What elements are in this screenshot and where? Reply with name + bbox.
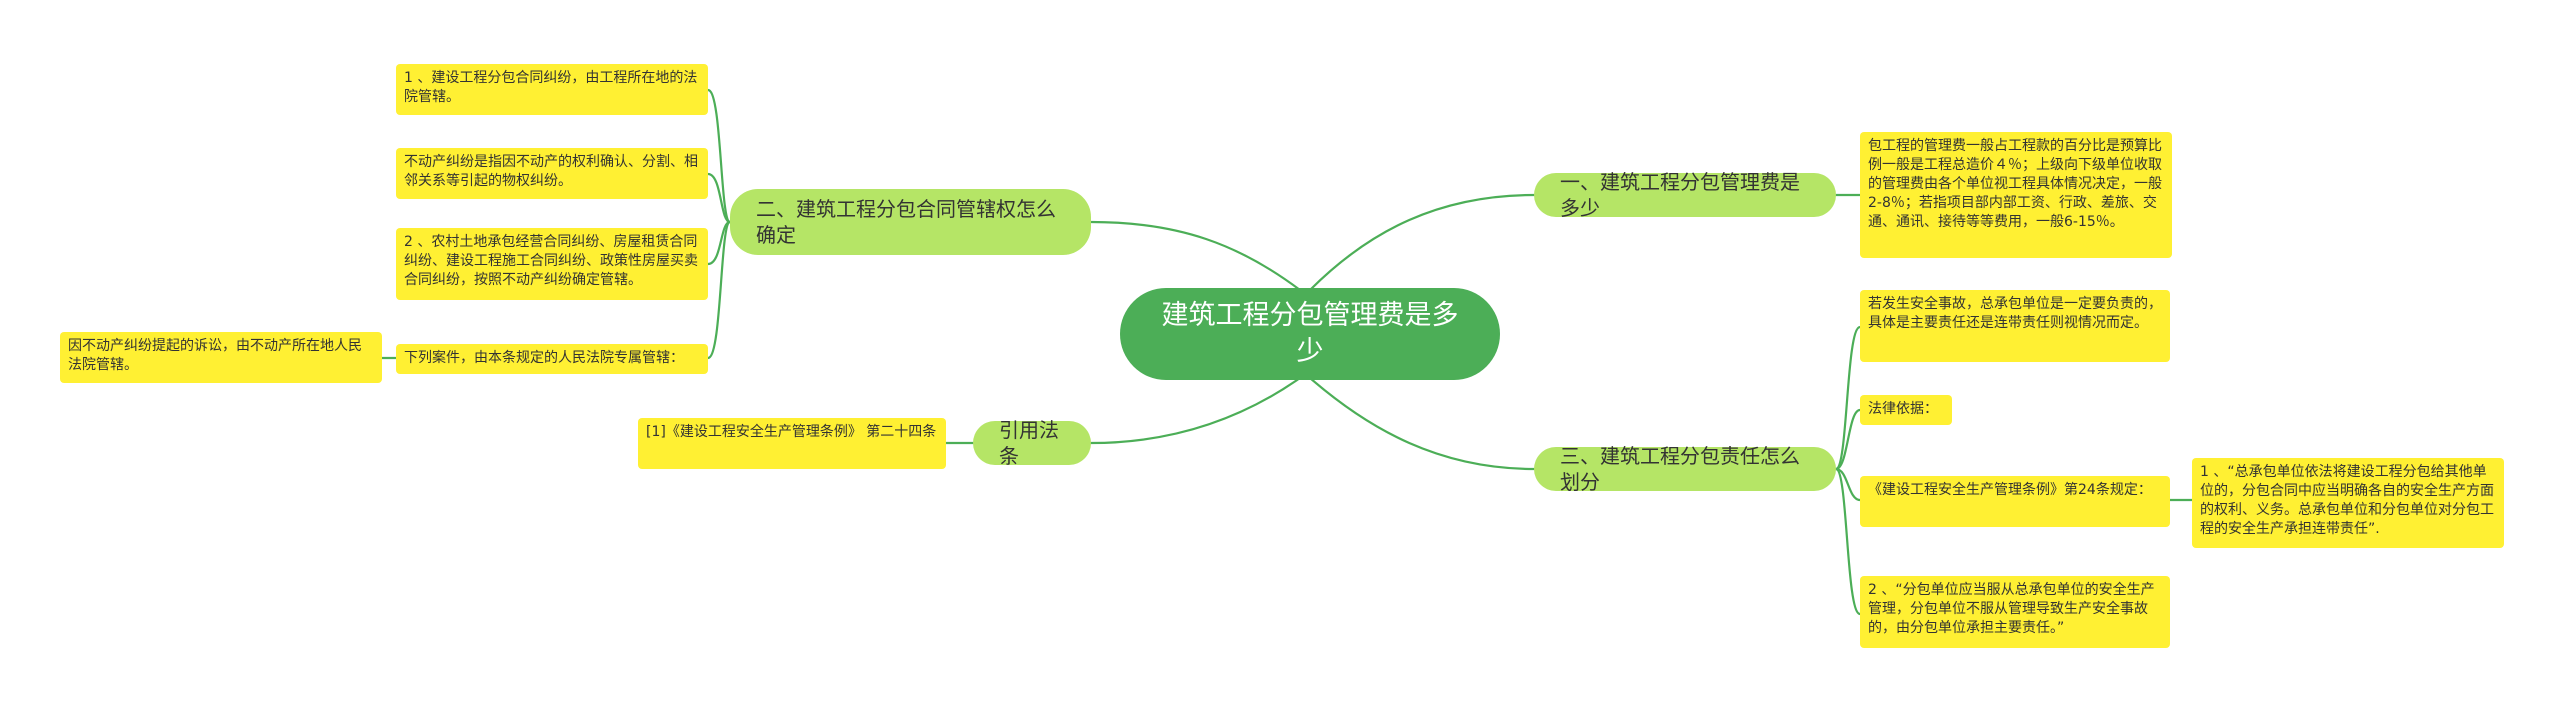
leaf-jurisdiction-4-child[interactable]: 因不动产纠纷提起的诉讼，由不动产所在地人民法院管辖。	[60, 332, 382, 383]
leaf-jurisdiction-3[interactable]: 2 、农村土地承包经营合同纠纷、房屋租赁合同纠纷、建设工程施工合同纠纷、政策性房…	[396, 228, 708, 300]
root-topic[interactable]: 建筑工程分包管理费是多少	[1120, 288, 1500, 380]
leaf-cited-law[interactable]: [1]《建设工程安全生产管理条例》 第二十四条	[638, 418, 946, 469]
leaf-responsibility-2[interactable]: 法律依据：	[1860, 395, 1952, 425]
edge-branch-2-to-leaf-4	[706, 220, 732, 360]
edge-root-to-branch-2	[1089, 220, 1302, 292]
leaf-management-fee-percentage[interactable]: 包工程的管理费一般占工程款的百分比是预算比例一般是工程总造价４％；上级向下级单位…	[1860, 132, 2172, 258]
edge-root-to-branch-1	[1308, 193, 1536, 292]
leaf-jurisdiction-4[interactable]: 下列案件，由本条规定的人民法院专属管辖：	[396, 344, 708, 374]
leaf-jurisdiction-1[interactable]: 1 、建设工程分包合同纠纷，由工程所在地的法院管辖。	[396, 64, 708, 115]
root-topic-label: 建筑工程分包管理费是多少	[1161, 300, 1459, 367]
edge-branch-2-to-leaf-2	[706, 172, 732, 224]
leaf-responsibility-4[interactable]: 2 、“分包单位应当服从总承包单位的安全生产管理，分包单位不服从管理导致生产安全…	[1860, 576, 2170, 648]
leaf-jurisdiction-2[interactable]: 不动产纠纷是指因不动产的权利确认、分割、相邻关系等引起的物权纠纷。	[396, 148, 708, 199]
edge-branch-3-to-leaf-1	[1834, 325, 1862, 471]
leaf-responsibility-1[interactable]: 若发生安全事故，总承包单位是一定要负责的，具体是主要责任还是连带责任则视情况而定…	[1860, 290, 2170, 362]
branch-management-fee-label: 一、建筑工程分包管理费是多少	[1560, 170, 1800, 220]
edge-root-to-branch-4	[1089, 376, 1302, 445]
edge-branch-3-to-leaf-4	[1834, 467, 1862, 616]
branch-management-fee[interactable]: 一、建筑工程分包管理费是多少	[1534, 170, 1836, 220]
branch-responsibility-label: 三、建筑工程分包责任怎么划分	[1560, 444, 1800, 494]
edge-root-to-branch-3	[1308, 376, 1536, 471]
branch-cited-law[interactable]: 引用法条	[973, 418, 1091, 468]
edge-branch-2-to-leaf-1	[706, 88, 732, 224]
leaf-responsibility-3[interactable]: 《建设工程安全生产管理条例》第24条规定：	[1860, 476, 2170, 527]
branch-responsibility[interactable]: 三、建筑工程分包责任怎么划分	[1534, 444, 1836, 494]
leaf-responsibility-3-child[interactable]: 1 、“总承包单位依法将建设工程分包给其他单位的，分包合同中应当明确各自的安全生…	[2192, 458, 2504, 548]
edge-branch-3-to-leaf-2	[1834, 408, 1862, 471]
branch-jurisdiction[interactable]: 二、建筑工程分包合同管辖权怎么确定	[730, 189, 1091, 255]
branch-cited-law-label: 引用法条	[999, 418, 1059, 468]
branch-jurisdiction-label: 二、建筑工程分包合同管辖权怎么确定	[756, 197, 1056, 247]
